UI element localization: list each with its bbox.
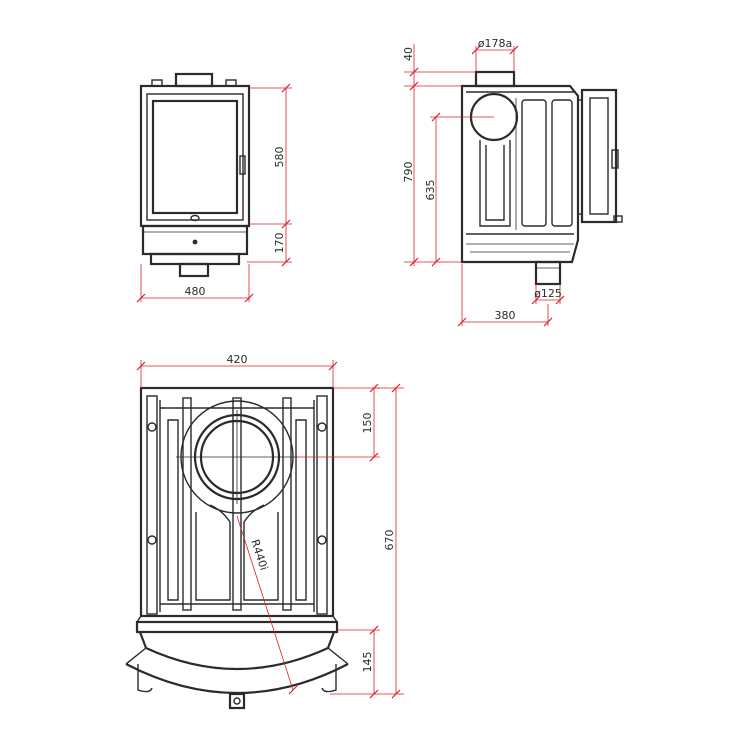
side-rear-flue [534, 260, 562, 286]
front-knob [190, 214, 200, 222]
front-dimensions: 580 170 480 [136, 83, 292, 303]
front-view [139, 72, 251, 278]
front-door-handle [239, 155, 246, 175]
plan-front-upper-curve [138, 631, 336, 671]
plan-body [139, 386, 335, 618]
front-door-frame [146, 93, 244, 221]
front-height-base-label: 170 [273, 233, 286, 254]
plan-channel-right [243, 504, 279, 601]
front-height-glass-label: 580 [273, 147, 286, 168]
side-top-flue [474, 70, 516, 88]
plan-bolt-3 [147, 535, 157, 545]
plan-dimensions: 420 150 670 145 R440i [136, 353, 404, 699]
plan-flue-offset-label: 150 [361, 413, 374, 434]
front-glass [151, 99, 239, 215]
plan-door-handle [228, 692, 246, 710]
plan-rib-3 [282, 397, 292, 611]
side-view [460, 70, 623, 286]
side-rib-3 [551, 99, 573, 227]
side-flue-height-label: 635 [424, 180, 437, 201]
plan-bolt-4 [317, 535, 327, 545]
plan-total-depth-label: 670 [383, 530, 396, 551]
side-rib-1 [479, 140, 511, 227]
front-base-dot [192, 239, 198, 245]
front-flue-collar [174, 72, 214, 88]
plan-front-frame [135, 620, 339, 634]
plan-view [125, 386, 349, 710]
plan-bolt-1 [147, 422, 157, 432]
plan-width-label: 420 [227, 353, 248, 366]
plan-bolt-2 [317, 422, 327, 432]
side-top-offset-label: 40 [402, 47, 415, 61]
side-rib-2 [521, 99, 547, 227]
side-flue-rear-diameter-label: ø125 [534, 287, 562, 300]
side-flue-top-diameter-label: ø178a [478, 37, 512, 50]
plan-rib-2 [232, 397, 242, 611]
plan-radius-label: R440i [248, 538, 270, 572]
front-width-label: 480 [185, 285, 206, 298]
side-dimensions: ø178a 40 790 635 ø125 380 [402, 37, 565, 327]
plan-front-depth-label: 145 [361, 652, 374, 673]
front-plinth [149, 252, 241, 266]
side-door-profile [580, 88, 618, 224]
plan-rib-1 [182, 397, 192, 611]
front-body [139, 84, 251, 228]
side-depth-label: 380 [495, 309, 516, 322]
side-total-height-label: 790 [402, 162, 415, 183]
front-rear-flue [178, 262, 210, 278]
side-door-handle [611, 149, 619, 169]
plan-channel-left [195, 504, 231, 601]
